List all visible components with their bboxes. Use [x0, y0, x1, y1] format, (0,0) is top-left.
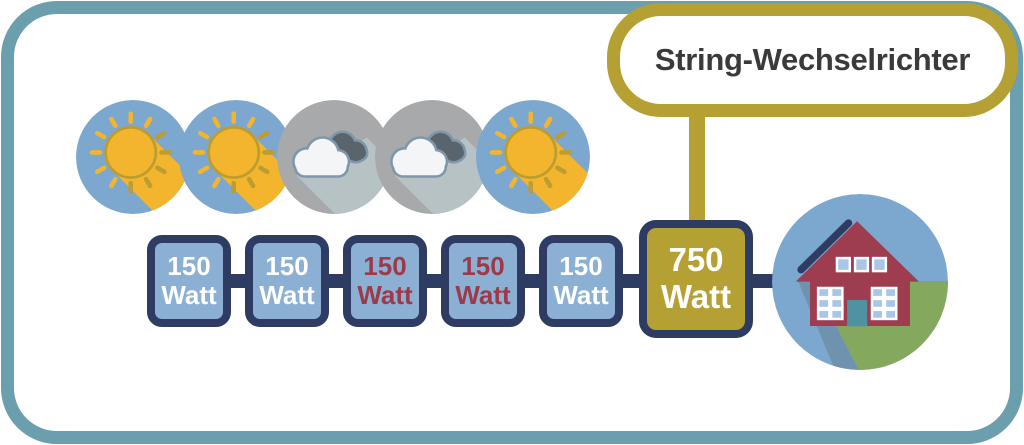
page-title: String-Wechselrichter: [654, 42, 971, 77]
panel-value: 150: [559, 250, 603, 281]
inverter-value: 750: [668, 241, 724, 279]
panel-value: 150: [461, 250, 505, 281]
panel-unit: Watt: [553, 280, 609, 310]
sun-icon: [76, 100, 190, 214]
panel-box-3: 150 Watt: [343, 235, 427, 327]
panel-box-2: 150 Watt: [245, 235, 329, 327]
panel-value: 150: [363, 250, 407, 281]
panel-value: 150: [167, 250, 211, 281]
house-circle: [772, 194, 948, 370]
weather-circle: [76, 100, 190, 214]
weather-circle: [277, 100, 391, 214]
clouds-icon: [277, 100, 391, 214]
panel-box-1: 150 Watt: [147, 235, 231, 327]
panel-unit: Watt: [161, 280, 217, 310]
sun-icon: [476, 100, 590, 214]
sun-icon: [179, 100, 293, 214]
weather-circle: [179, 100, 293, 214]
panel-unit: Watt: [259, 280, 315, 310]
clouds-icon: [375, 100, 489, 214]
house-icon: [772, 194, 948, 370]
title-callout: String-Wechselrichter: [607, 3, 1018, 117]
weather-circle: [375, 100, 489, 214]
inverter-unit: Watt: [660, 278, 732, 315]
inverter-box: 750 Watt: [639, 220, 753, 338]
panel-box-4: 150 Watt: [441, 235, 525, 327]
panel-box-5: 150 Watt: [539, 235, 623, 327]
panel-value: 150: [265, 250, 309, 281]
panel-unit: Watt: [455, 280, 511, 310]
panel-unit: Watt: [357, 280, 413, 310]
weather-circle: [476, 100, 590, 214]
